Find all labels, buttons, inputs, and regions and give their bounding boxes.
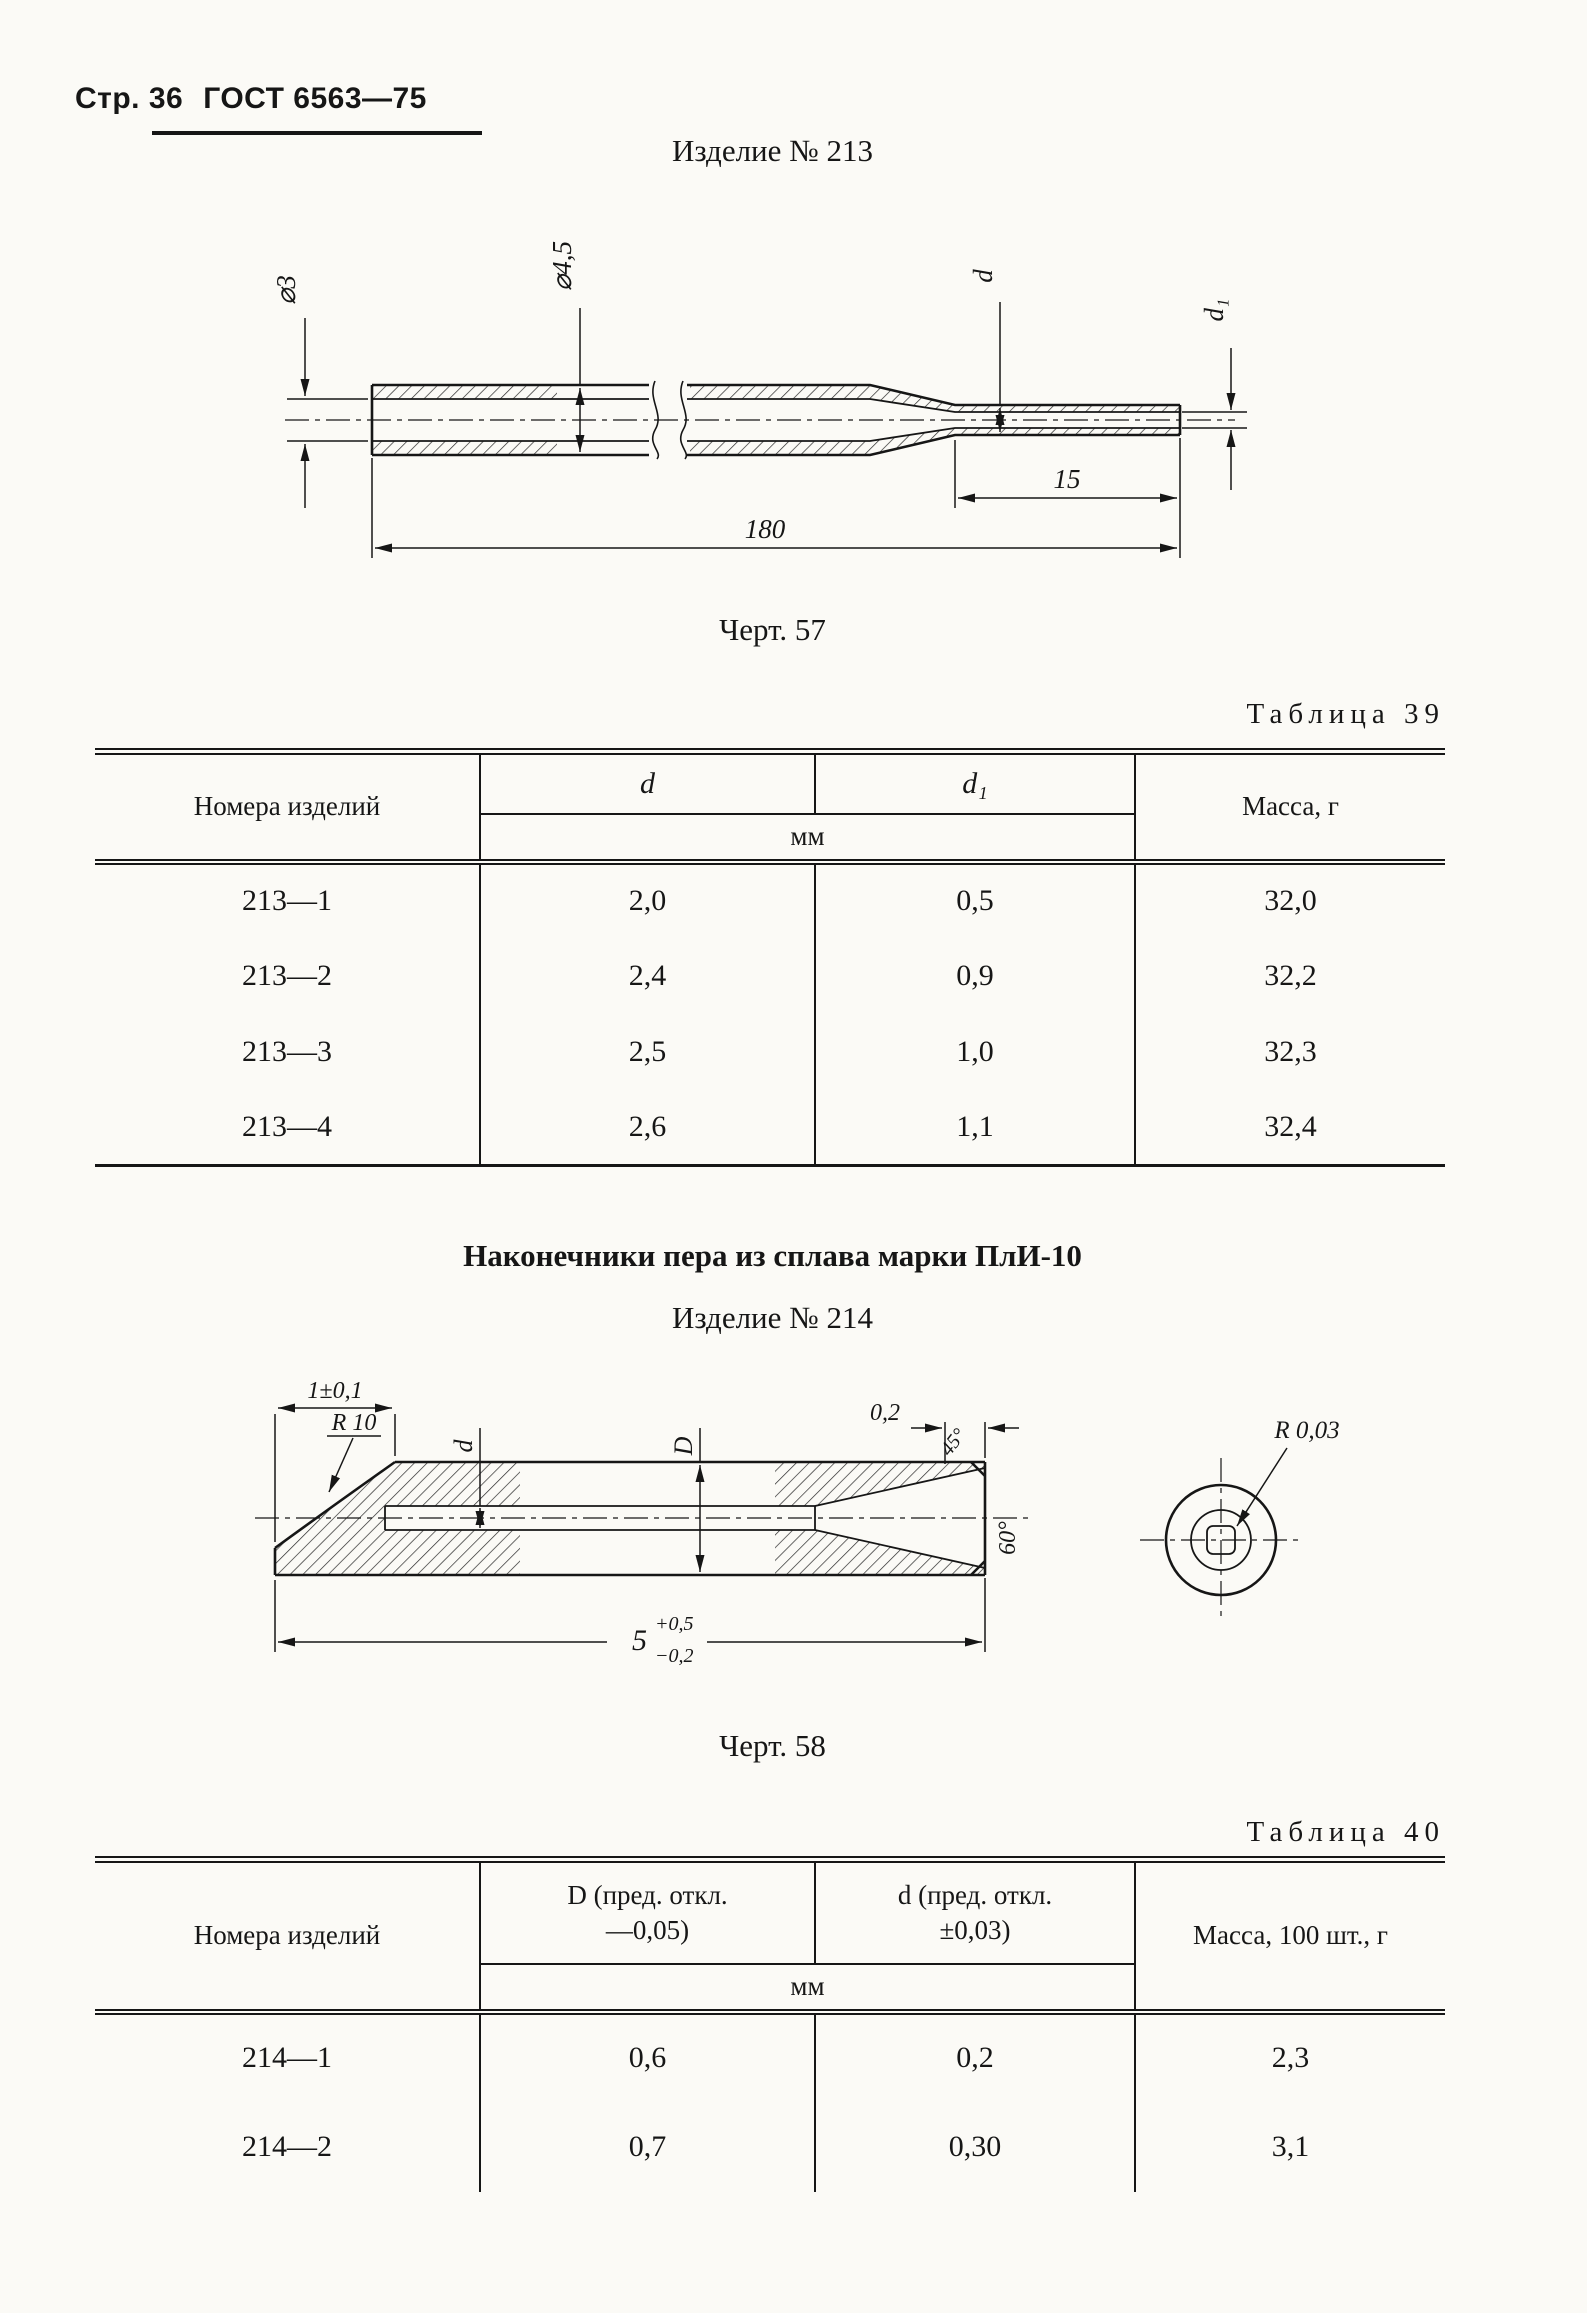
cell-mass: 32,3	[1134, 1013, 1445, 1090]
dim-label-r10: R 10	[331, 1410, 377, 1436]
col-header-D: D (пред. откл. —0,05)	[479, 1859, 815, 1965]
dim-label-D: D	[669, 1436, 698, 1456]
end-view	[1164, 1483, 1278, 1597]
label-backing	[607, 1610, 707, 1668]
dimension-lines	[274, 1403, 1288, 1652]
cell-d1: 1,0	[814, 1013, 1135, 1090]
col-header-mass: Масса, г	[1134, 751, 1445, 865]
table-39: Номера изделий d d₁ Масса, г мм 213—1 2,…	[95, 748, 1445, 1167]
product-214-title: Изделие № 214	[671, 1300, 873, 1335]
col-header-mass: Масса, 100 шт., г	[1134, 1859, 1445, 2015]
cell-d: 0,2	[814, 2011, 1135, 2102]
dim-label-wall: 0,2	[870, 1400, 900, 1426]
col-header-products: Номера изделий	[95, 1859, 480, 2015]
cell-d1: 1,1	[814, 1089, 1135, 1166]
cell-d1: 0,9	[814, 937, 1135, 1014]
cell-mass: 32,4	[1134, 1089, 1445, 1166]
dim-label-d: d	[449, 1439, 478, 1453]
cell-d: 0,30	[814, 2101, 1135, 2192]
figure-57-caption: Черт. 57	[719, 612, 826, 647]
cell-d: 2,5	[479, 1013, 815, 1090]
table-row: 214—2 0,7 0,30 3,1	[95, 2101, 1445, 2192]
cell-product: 214—1	[242, 2041, 332, 2074]
standard-number: ГОСТ 6563—75	[203, 82, 427, 115]
dim-label-45deg: 45°	[936, 1425, 971, 1461]
table-40-caption: Таблица 40	[1246, 1816, 1445, 1848]
page-header: Стр. 36 ГОСТ 6563—75	[75, 82, 427, 116]
cell-product: 214—2	[242, 2129, 332, 2163]
tube-outline	[370, 383, 1182, 457]
unit-header: мм	[479, 813, 1135, 865]
cell-mass: 32,0	[1134, 861, 1445, 938]
figure-58-caption: Черт. 58	[719, 1728, 826, 1763]
cell-D: 0,7	[479, 2101, 815, 2192]
table-row: 213—4 2,6 1,1 32,4	[95, 1089, 1445, 1166]
break-line	[679, 380, 688, 460]
cell-product: 213—2	[242, 958, 332, 992]
cell-mass: 2,3	[1134, 2011, 1445, 2102]
cell-d1: 0,5	[814, 861, 1135, 938]
dim-label-d1: d₁	[1199, 299, 1229, 322]
page-number: Стр. 36	[75, 82, 184, 115]
break-line	[651, 380, 660, 460]
cell-product: 213—3	[242, 1034, 332, 1068]
table-row: 213—2 2,4 0,9 32,2	[95, 937, 1445, 1014]
product-213-title: Изделие № 213	[671, 133, 873, 168]
col-header-d1: d₁	[814, 751, 1135, 815]
dim-label-r003: R 0,03	[1273, 1417, 1339, 1444]
dim-label-length5: 5	[632, 1624, 647, 1657]
col-header-products: Номера изделий	[95, 751, 480, 865]
dim-label-180: 180	[745, 514, 786, 544]
table-row: 213—3 2,5 1,0 32,3	[95, 1013, 1445, 1090]
cell-d: 2,4	[479, 937, 815, 1014]
cell-mass: 32,2	[1134, 937, 1445, 1014]
figure-58-drawing: 1±0,1 R 10 d D 0,2 45° 60° R 0,03 5 +0,5…	[255, 1380, 1340, 1668]
dim-label-60deg: 60°	[995, 1521, 1021, 1555]
cell-product: 213—4	[242, 1109, 332, 1143]
cell-d: 2,0	[479, 861, 815, 938]
cell-product: 213—1	[242, 884, 332, 917]
dim-label-phi3: ⌀3	[271, 275, 301, 305]
dim-label-15: 15	[1054, 464, 1081, 494]
dim-label-length5-plus: +0,5	[655, 1613, 694, 1635]
dim-label-phi45: ⌀4,5	[547, 241, 577, 291]
col-header-d: d	[479, 751, 815, 815]
header-rule	[152, 131, 482, 135]
unit-header: мм	[479, 1963, 1135, 2015]
col-header-d: d (пред. откл. ±0,03)	[814, 1859, 1135, 1965]
dim-label-length5-minus: −0,2	[655, 1645, 694, 1667]
cell-d: 2,6	[479, 1089, 815, 1166]
table-39-caption: Таблица 39	[1246, 698, 1445, 730]
cell-D: 0,6	[479, 2011, 815, 2102]
dim-label-d: d	[968, 269, 998, 283]
dimension-lines	[287, 302, 1247, 558]
figure-57-drawing: ⌀3 ⌀4,5 d d₁ 15 180	[271, 241, 1247, 558]
table-40: Номера изделий D (пред. откл. —0,05) d (…	[95, 1856, 1445, 2192]
cell-mass: 3,1	[1134, 2101, 1445, 2192]
hatched-section	[275, 1462, 985, 1575]
dim-label-tip-length: 1±0,1	[307, 1380, 362, 1404]
table-row: 213—1 2,0 0,5 32,0	[95, 861, 1445, 938]
section-214-heading: Наконечники пера из сплава марки ПлИ-10	[463, 1238, 1082, 1273]
hatched-section	[372, 385, 1180, 455]
table-row: 214—1 0,6 0,2 2,3	[95, 2011, 1445, 2102]
